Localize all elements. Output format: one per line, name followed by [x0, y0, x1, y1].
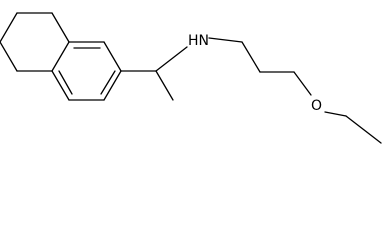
bond	[103, 41, 122, 72]
oxygen-label: O	[311, 98, 322, 114]
bond	[324, 111, 347, 117]
bond	[155, 70, 174, 101]
bond	[345, 115, 382, 144]
chemical-structure: HN O	[0, 12, 382, 144]
side-chain	[120, 37, 382, 144]
bond	[51, 70, 70, 101]
bond	[103, 70, 122, 101]
bond	[241, 41, 261, 73]
amine-label: HN	[188, 33, 209, 49]
bond	[208, 37, 243, 43]
double-bond-inner	[58, 70, 73, 95]
cyclohexane-ring	[0, 12, 70, 72]
bond	[0, 41, 18, 72]
benzene-ring	[51, 41, 122, 101]
bond	[51, 41, 70, 72]
bond	[0, 12, 18, 43]
bond	[155, 46, 188, 72]
double-bond-inner	[100, 70, 116, 95]
bond	[51, 12, 70, 43]
bond	[293, 71, 312, 96]
